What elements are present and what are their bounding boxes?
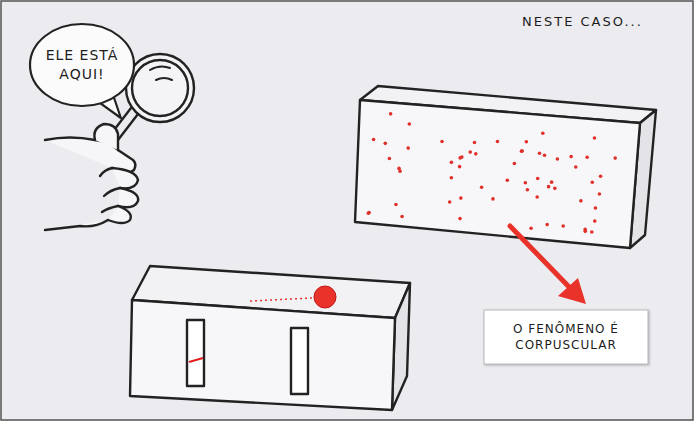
impact-dot [583, 230, 587, 234]
impact-dot [459, 196, 463, 200]
impact-dot [579, 199, 583, 203]
impact-dot [506, 179, 510, 183]
particle [314, 286, 336, 308]
impact-dot [545, 223, 549, 227]
impact-dot [367, 211, 371, 215]
impact-dot [526, 188, 530, 192]
impact-dot [547, 185, 551, 189]
hand [45, 124, 138, 230]
impact-dot [513, 162, 517, 166]
impact-dot [372, 138, 376, 142]
caption-text: O FENÔMENO É CORPUSCULAR [501, 321, 631, 353]
impact-dot [458, 156, 462, 160]
impact-dot [599, 175, 603, 179]
particle-trace [189, 358, 203, 362]
impact-dot [594, 206, 598, 210]
impact-dot [383, 142, 387, 146]
particle-path [250, 298, 312, 301]
panel-heading: NESTE CASO... [522, 14, 643, 29]
impact-dot [458, 217, 462, 221]
slit-plate [130, 266, 410, 410]
card-outline [482, 308, 650, 366]
caption-card: O FENÔMENO É CORPUSCULAR [482, 308, 650, 366]
impact-dot [388, 157, 392, 161]
impact-dot [543, 153, 547, 157]
impact-dot [556, 157, 560, 161]
impact-dot [473, 141, 477, 145]
impact-dot [613, 156, 617, 160]
impact-dot [389, 112, 393, 116]
impact-dot [561, 224, 565, 228]
impact-dots [367, 112, 617, 234]
impact-dot [450, 176, 454, 180]
impact-dot [440, 140, 444, 144]
impact-dot [529, 226, 533, 230]
impact-dot [585, 155, 589, 159]
speech-text: ELE ESTÁ AQUI! [36, 46, 128, 84]
impact-dot [367, 211, 371, 215]
impact-dot [590, 230, 594, 234]
impact-dot [598, 192, 602, 196]
impact-dot [394, 203, 398, 207]
impact-dot [550, 180, 554, 184]
impact-dot [468, 150, 472, 154]
impact-dot [480, 185, 484, 189]
speech-bubble: ELE ESTÁ AQUI! [28, 22, 136, 108]
impact-dot [524, 181, 528, 185]
impact-dot [593, 219, 597, 223]
impact-dot [448, 200, 452, 204]
pointer-arrow [510, 226, 586, 304]
impact-dot [574, 165, 578, 169]
impact-dot [400, 215, 404, 219]
impact-dot [541, 131, 545, 135]
impact-dot [525, 140, 529, 144]
impact-dot [538, 152, 542, 156]
impact-dot [408, 122, 412, 126]
impact-dot [593, 136, 597, 140]
impact-dot [590, 181, 594, 185]
impact-dot [536, 177, 540, 181]
impact-dot [450, 161, 454, 165]
impact-dot [520, 149, 524, 153]
impact-dot [397, 167, 401, 171]
detector-screen [355, 86, 656, 248]
impact-dot [406, 146, 410, 150]
impact-dot [458, 165, 462, 169]
impact-dot [491, 197, 495, 201]
impact-dot [496, 140, 500, 144]
impact-dot [569, 155, 573, 159]
impact-dot [535, 195, 539, 199]
bubble-outline [28, 22, 136, 108]
impact-dot [553, 187, 557, 191]
impact-dot [474, 152, 478, 156]
impact-dot [520, 149, 524, 153]
